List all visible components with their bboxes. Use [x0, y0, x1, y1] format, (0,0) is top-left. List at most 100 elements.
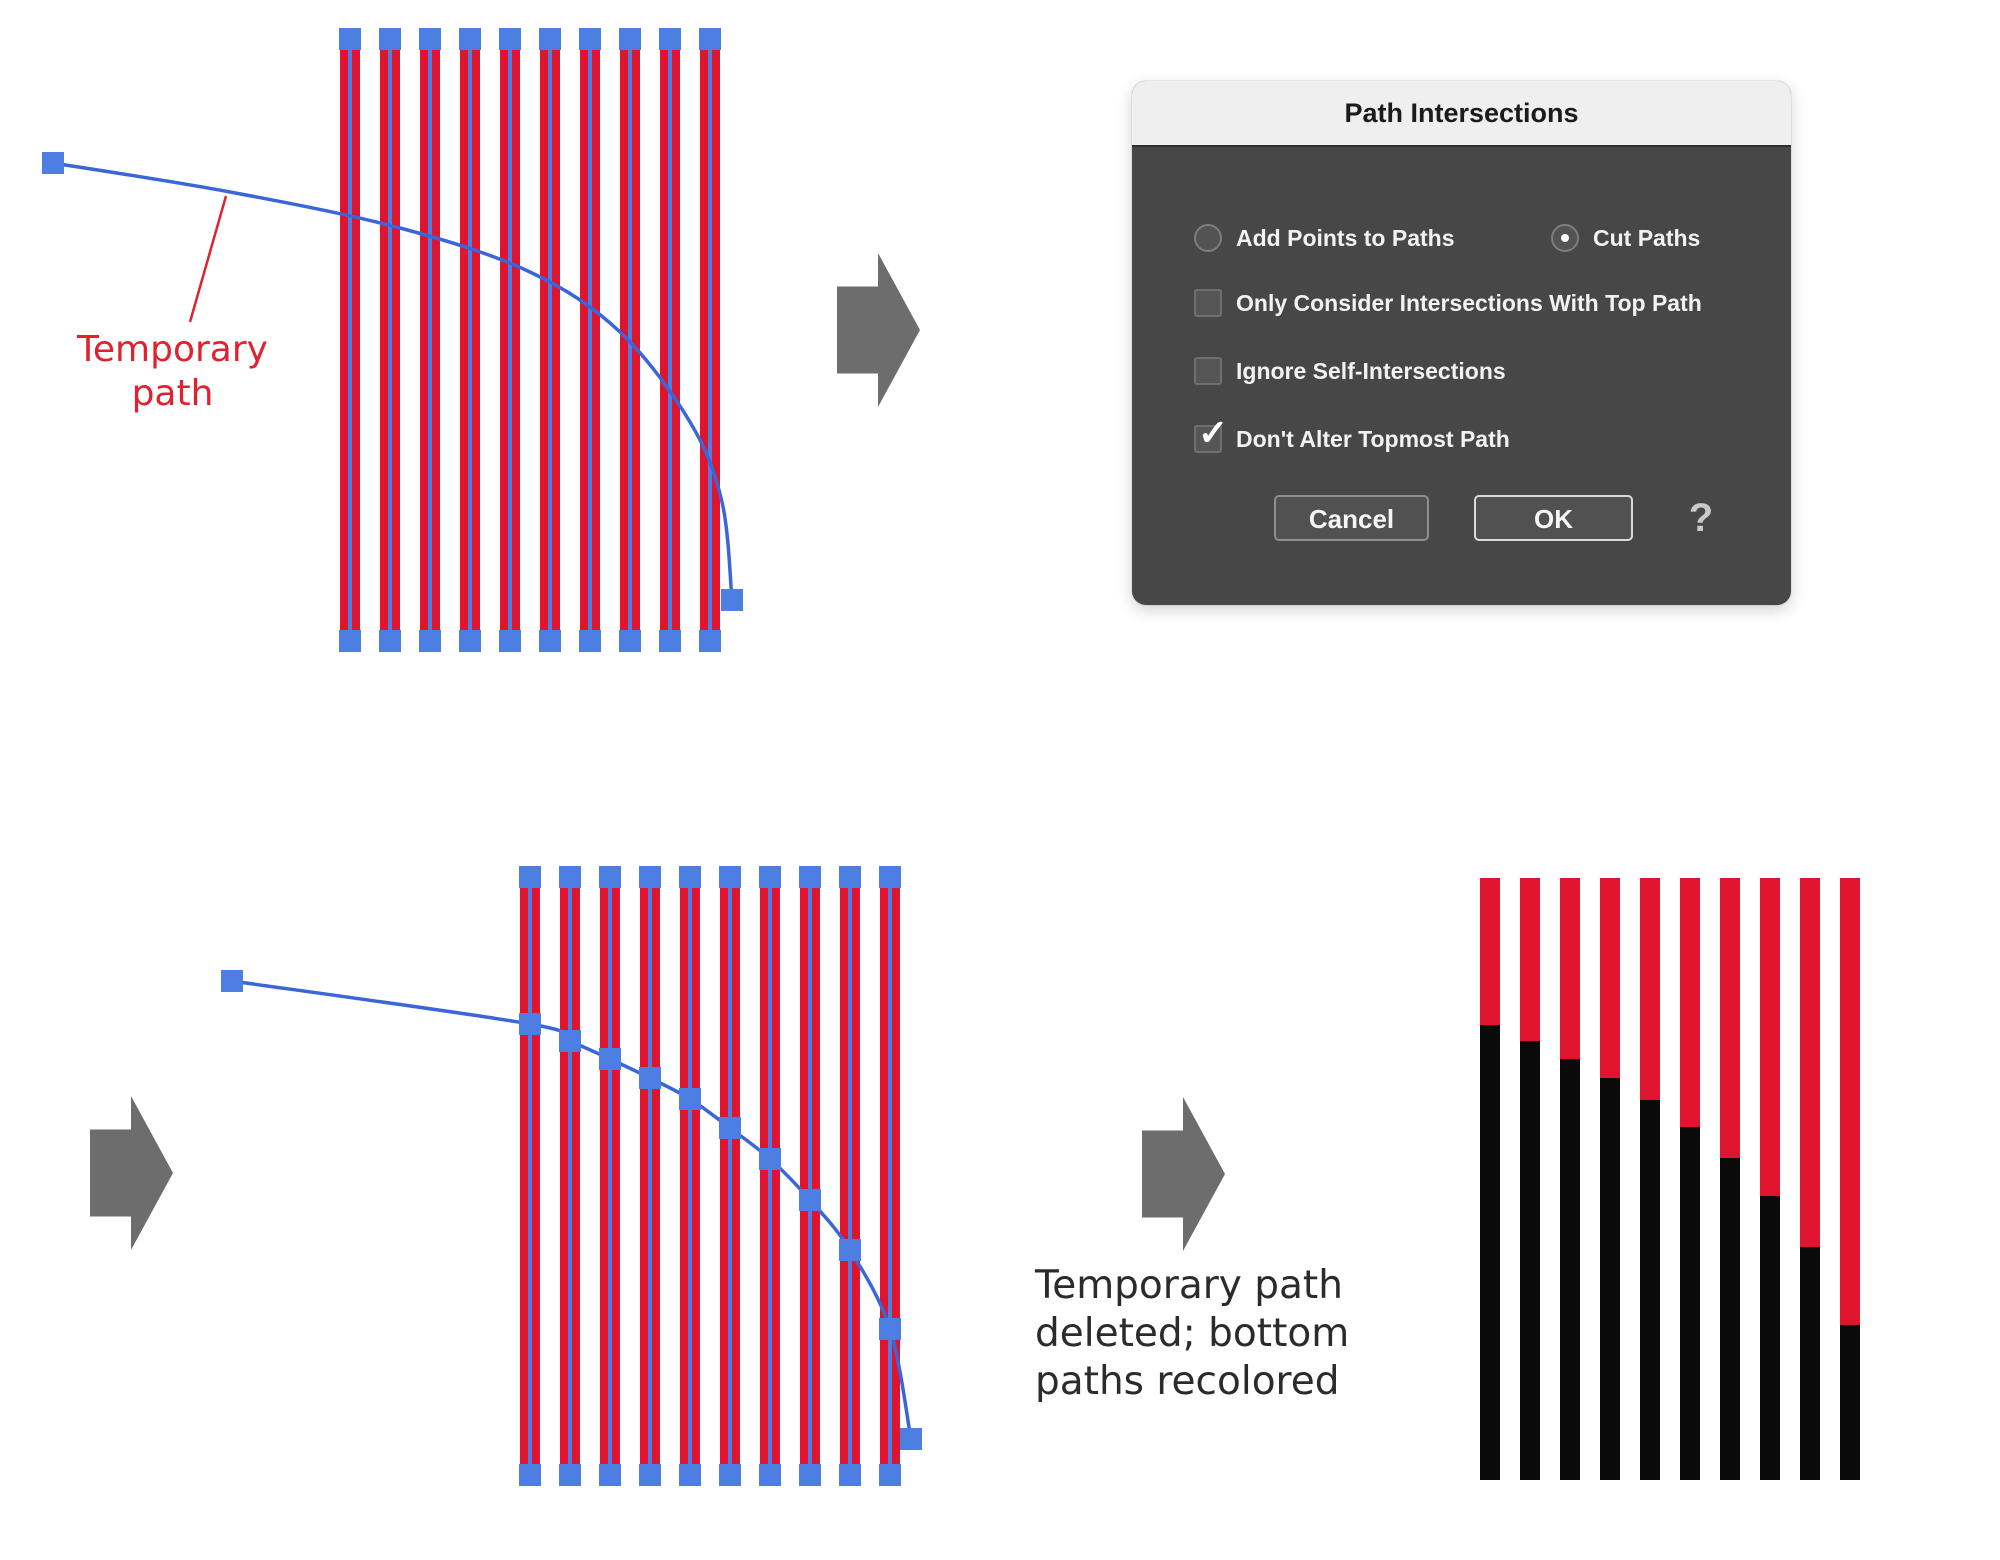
- dialog-titlebar[interactable]: Path Intersections: [1132, 81, 1791, 147]
- result-bar-red-top: [1840, 878, 1860, 1325]
- stripe-bottom-handle: [619, 630, 641, 652]
- stripe-bottom-handle: [339, 630, 361, 652]
- curve-start-handle: [42, 152, 64, 174]
- radio-icon-unselected[interactable]: [1194, 224, 1222, 252]
- stripe-top-handle: [679, 866, 701, 888]
- curve-end-handle: [721, 589, 743, 611]
- stripe-bottom-handle: [699, 630, 721, 652]
- result-caption: Temporary path deleted; bottom paths rec…: [1035, 1263, 1350, 1404]
- result-bar-red-top: [1480, 878, 1500, 1025]
- path-intersections-dialog: Path Intersections Add Points to Paths C…: [1132, 81, 1791, 605]
- checkbox-icon-unchecked[interactable]: [1194, 357, 1222, 385]
- dialog-title: Path Intersections: [1344, 98, 1579, 128]
- stripe-top-handle: [719, 866, 741, 888]
- stripe-bottom-handle: [499, 630, 521, 652]
- stripe-top-handle: [799, 866, 821, 888]
- intersection-anchor-handle: [599, 1048, 621, 1070]
- stripe-top-handle: [639, 866, 661, 888]
- intersection-anchor-handle: [759, 1148, 781, 1170]
- stripe-top-handle: [659, 28, 681, 50]
- radio-label: Add Points to Paths: [1236, 224, 1455, 251]
- stripe-selection-line: [808, 886, 812, 1466]
- stripe-bottom-handle: [639, 1464, 661, 1486]
- intersection-anchor-handle: [839, 1239, 861, 1261]
- radio-icon-selected[interactable]: [1551, 224, 1579, 252]
- stripe-selection-line: [468, 48, 472, 632]
- radio-add-points[interactable]: Add Points to Paths: [1194, 224, 1455, 252]
- curve-end-handle: [900, 1428, 922, 1450]
- result-bar-black-bottom: [1560, 1059, 1580, 1480]
- result-bar-black-bottom: [1760, 1196, 1780, 1480]
- stripe-top-handle: [379, 28, 401, 50]
- cancel-button[interactable]: Cancel: [1274, 495, 1429, 541]
- intersection-anchor-handle: [559, 1030, 581, 1052]
- stripe-bottom-handle: [459, 630, 481, 652]
- result-bar-black-bottom: [1600, 1078, 1620, 1480]
- help-icon[interactable]: ?: [1688, 496, 1714, 540]
- stripe-top-handle: [559, 866, 581, 888]
- result-bar-black-bottom: [1800, 1247, 1820, 1480]
- ok-button[interactable]: OK: [1474, 495, 1633, 541]
- stripe-selection-line: [548, 48, 552, 632]
- stripe-selection-line: [668, 48, 672, 632]
- intersection-anchor-handle: [519, 1013, 541, 1035]
- button-row: Cancel OK ?: [1274, 495, 1774, 541]
- radio-row: Add Points to Paths Cut Paths: [1194, 224, 1771, 254]
- stripe-bottom-handle: [719, 1464, 741, 1486]
- stripe-top-handle: [459, 28, 481, 50]
- temporary-path-label: Temporary path: [77, 329, 268, 414]
- stripe-top-handle: [599, 866, 621, 888]
- stripe-top-handle: [579, 28, 601, 50]
- intersection-anchor-handle: [679, 1088, 701, 1110]
- stripe-bottom-handle: [419, 630, 441, 652]
- stripe-selection-line: [348, 48, 352, 632]
- temporary-path-curve: [52, 161, 734, 601]
- stripe-top-handle: [879, 866, 901, 888]
- stripe-top-handle: [539, 28, 561, 50]
- intersection-anchor-handle: [879, 1318, 901, 1340]
- stripe-bottom-handle: [379, 630, 401, 652]
- arrow-right-icon: [1142, 1097, 1225, 1251]
- result-bar-red-top: [1760, 878, 1780, 1196]
- stripe-selection-line: [708, 48, 712, 632]
- stripe-top-handle: [419, 28, 441, 50]
- stripe-selection-line: [588, 48, 592, 632]
- intersection-anchor-handle: [799, 1189, 821, 1211]
- stripe-bottom-handle: [579, 630, 601, 652]
- stripe-selection-line: [388, 48, 392, 632]
- result-bar-black-bottom: [1480, 1025, 1500, 1480]
- result-bar-black-bottom: [1520, 1041, 1540, 1480]
- stripe-selection-line: [508, 48, 512, 632]
- checkbox-label: Ignore Self-Intersections: [1236, 357, 1506, 384]
- intersection-anchor-handle: [719, 1117, 741, 1139]
- stripe-bottom-handle: [759, 1464, 781, 1486]
- result-bar-red-top: [1560, 878, 1580, 1059]
- stripe-top-handle: [699, 28, 721, 50]
- stripe-selection-line: [688, 886, 692, 1466]
- stripe-bottom-handle: [599, 1464, 621, 1486]
- checkbox-label: Don't Alter Topmost Path: [1236, 425, 1510, 452]
- result-bar-black-bottom: [1840, 1325, 1860, 1480]
- stripe-selection-line: [728, 886, 732, 1466]
- stripe-top-handle: [499, 28, 521, 50]
- arrow-right-icon: [837, 253, 920, 407]
- stripe-selection-line: [768, 886, 772, 1466]
- stripe-bottom-handle: [659, 630, 681, 652]
- stripe-selection-line: [888, 886, 892, 1466]
- stripe-bottom-handle: [539, 630, 561, 652]
- stripe-bottom-handle: [559, 1464, 581, 1486]
- stripe-selection-line: [528, 886, 532, 1466]
- result-bar-red-top: [1600, 878, 1620, 1078]
- intersection-anchor-handle: [639, 1067, 661, 1089]
- result-bar-red-top: [1520, 878, 1540, 1041]
- radio-label: Cut Paths: [1593, 224, 1701, 251]
- curve-start-handle: [221, 970, 243, 992]
- stripe-bottom-handle: [519, 1464, 541, 1486]
- checkbox-icon-unchecked[interactable]: [1194, 289, 1222, 317]
- stripe-top-handle: [519, 866, 541, 888]
- stripe-selection-line: [568, 886, 572, 1466]
- radio-cut-paths[interactable]: Cut Paths: [1551, 224, 1700, 252]
- stripe-bottom-handle: [799, 1464, 821, 1486]
- checkbox-icon-checked[interactable]: ✓: [1194, 415, 1228, 453]
